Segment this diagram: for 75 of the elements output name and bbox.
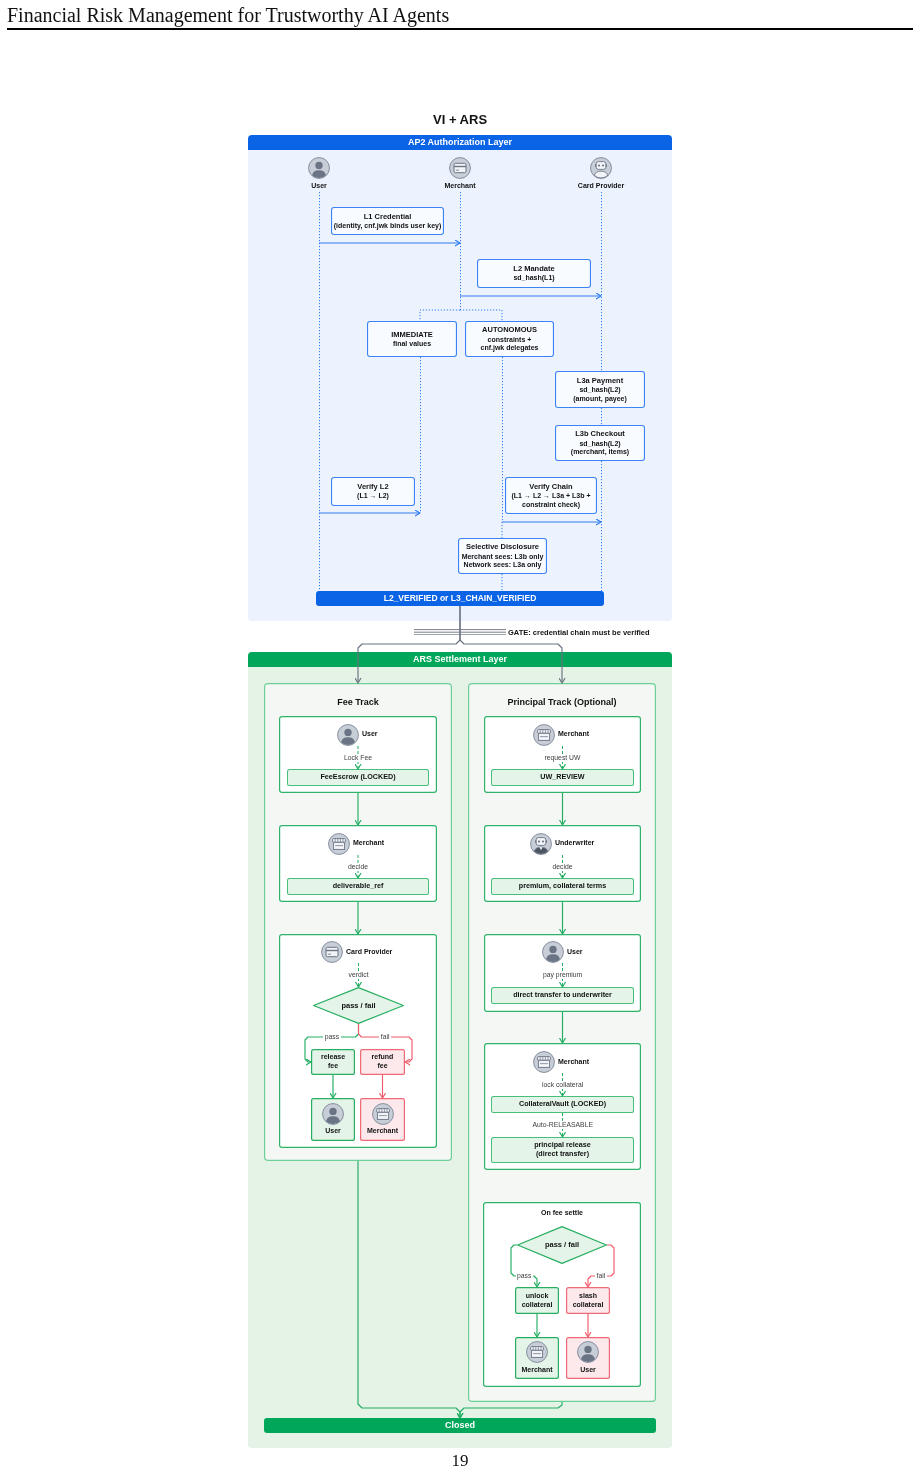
arrow <box>329 1074 337 1099</box>
page-number: 19 <box>451 1454 469 1468</box>
message-box <box>555 425 645 461</box>
layer-title: ARS Settlement Layer <box>413 654 507 665</box>
layer-header <box>248 135 672 150</box>
arrow <box>559 854 566 879</box>
arrow <box>501 518 602 526</box>
step-card <box>483 1202 641 1387</box>
state-box <box>491 769 634 786</box>
arrow <box>354 792 362 826</box>
arrow <box>559 792 566 826</box>
message-box <box>331 477 415 506</box>
dotted-line <box>459 309 503 322</box>
arrow <box>459 292 602 300</box>
step-card <box>484 716 641 793</box>
party-box <box>360 1098 405 1141</box>
status-bar <box>316 591 604 606</box>
arrow <box>318 239 461 247</box>
dotted-line <box>501 521 503 539</box>
outcome-box <box>360 1049 405 1075</box>
step-card <box>484 934 641 1012</box>
arrow <box>559 1112 566 1138</box>
arrow <box>559 962 566 988</box>
arrow <box>354 901 362 935</box>
arrow <box>355 962 362 988</box>
running-header: Financial Risk Management for Trustworthy AI Agents <box>7 4 450 26</box>
party-box <box>566 1337 610 1379</box>
track-title: Principal Track (Optional) <box>507 697 617 708</box>
status-bar <box>264 1418 656 1433</box>
diagram-title: VI + ARS <box>433 111 488 127</box>
outcome-box <box>566 1287 610 1314</box>
track-title: Fee Track <box>337 697 379 708</box>
step-card <box>279 716 437 793</box>
step-card <box>279 825 437 902</box>
step-card <box>484 825 641 902</box>
message-box <box>555 371 645 408</box>
message-box <box>477 259 591 288</box>
dotted-line <box>419 309 461 322</box>
step-card <box>484 1043 641 1170</box>
state-box <box>491 878 634 895</box>
arrow <box>354 854 362 879</box>
message-box <box>505 477 597 514</box>
arrow <box>559 901 566 935</box>
track-panel <box>468 683 656 1402</box>
state-box <box>491 987 634 1004</box>
state-box <box>287 769 429 786</box>
outcome-box <box>311 1049 355 1075</box>
state-box <box>287 878 429 895</box>
arrow <box>379 1074 386 1099</box>
state-box <box>491 1096 634 1113</box>
track-panel <box>264 683 452 1161</box>
layer-panel <box>248 652 672 1448</box>
outcome-box <box>515 1287 559 1314</box>
arrow <box>559 745 566 770</box>
state-box <box>491 1137 634 1163</box>
message-box <box>331 207 444 235</box>
arrow <box>584 1313 592 1338</box>
step-card <box>279 934 437 1148</box>
arrow <box>533 1313 541 1338</box>
message-box <box>458 538 547 574</box>
dotted-line <box>501 573 503 592</box>
layer-header <box>248 652 672 667</box>
bar-label: Closed <box>445 1420 475 1431</box>
layer-panel <box>248 135 672 621</box>
bar-label: L2_VERIFIED or L3_CHAIN_VERIFIED <box>383 593 537 604</box>
arrow <box>354 745 362 770</box>
arrow <box>357 1023 413 1066</box>
arrow <box>459 605 566 684</box>
party-box <box>311 1098 355 1141</box>
layer-title: AP2 Authorization Layer <box>407 137 513 148</box>
arrow <box>559 1072 566 1097</box>
party-box <box>515 1337 559 1379</box>
arrow <box>318 509 421 517</box>
arrow <box>456 1401 563 1419</box>
arrow <box>559 1011 566 1044</box>
